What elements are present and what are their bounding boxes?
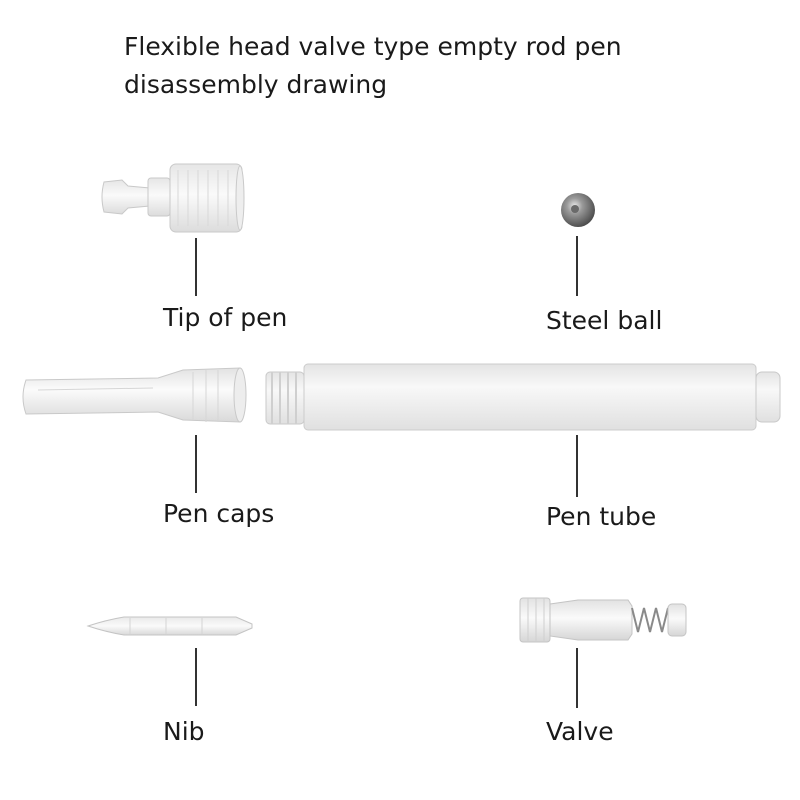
steel-ball-image [561, 193, 595, 227]
diagram-title: Flexible head valve type empty rod pen d… [124, 28, 764, 104]
title-line-1: Flexible head valve type empty rod pen [124, 32, 622, 61]
steel-ball-leader [576, 236, 578, 296]
tip-of-pen-leader [195, 238, 197, 296]
tip-of-pen-image [101, 163, 245, 233]
pen-cap-image [22, 367, 247, 423]
nib-label: Nib [163, 717, 205, 746]
pen-tube-leader [576, 435, 578, 497]
pen-tube-image [265, 363, 781, 431]
valve-leader [576, 648, 578, 708]
tip-of-pen-label: Tip of pen [163, 303, 288, 332]
valve-label: Valve [546, 717, 614, 746]
title-line-2: disassembly drawing [124, 70, 388, 99]
steel-ball-label: Steel ball [546, 306, 663, 335]
pen-cap-label: Pen caps [163, 499, 275, 528]
pen-cap-leader [195, 435, 197, 493]
nib-leader [195, 648, 197, 706]
pen-tube-label: Pen tube [546, 502, 657, 531]
valve-image [519, 597, 687, 643]
nib-image [86, 616, 253, 636]
